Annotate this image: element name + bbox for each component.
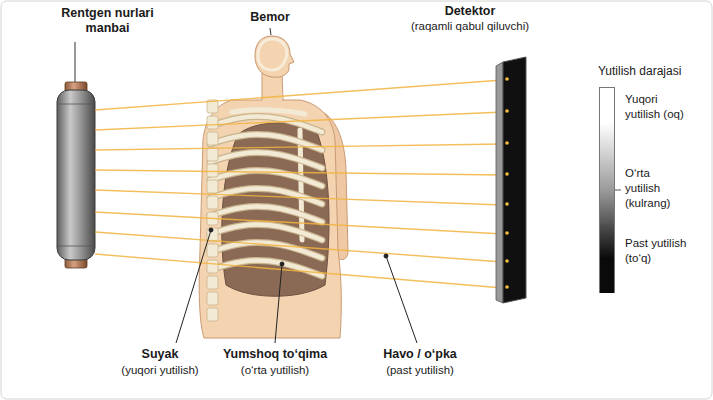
xray-source: Rentgen nurlari manbai [40,6,170,268]
detector-panel [496,57,526,303]
leader-line [75,42,76,82]
legend-title: Yutilish darajasi [598,64,681,79]
part-note: (o‘rta yutilish) [241,363,309,378]
part-note: (past yutilish) [386,363,454,378]
legend-tick [615,190,621,191]
part-name: Yumshoq to‘qima [223,347,327,362]
xray-tube [57,82,95,268]
patient-label: Bemor [250,10,290,25]
legend-label: Past yutilish (to‘q) [625,236,687,266]
node-subtitle: (raqamli qabul qiluvchi) [395,19,545,34]
legend-bar-frame [600,88,615,293]
patient-body [199,36,348,338]
legend-swatch [600,88,614,157]
node-heading: Detektor [395,4,545,19]
legend-swatch [600,224,614,293]
node-heading: Rentgen nurlari manbai [50,6,165,36]
leader-lines [176,228,417,343]
leader-line [270,28,271,35]
part-note: (yuqori yutilish) [121,363,198,378]
part-name: Havo / o‘pka [383,347,457,362]
part-name: Suyak [142,347,179,362]
legend-swatch [600,156,614,225]
detector: Detektor(raqamli qabul qiluvchi) [395,4,549,310]
legend-label: O‘rta yutilish (kulrang) [625,166,687,211]
xray-beams [95,80,503,288]
legend-label: Yuqori yutilish (oq) [625,92,687,122]
